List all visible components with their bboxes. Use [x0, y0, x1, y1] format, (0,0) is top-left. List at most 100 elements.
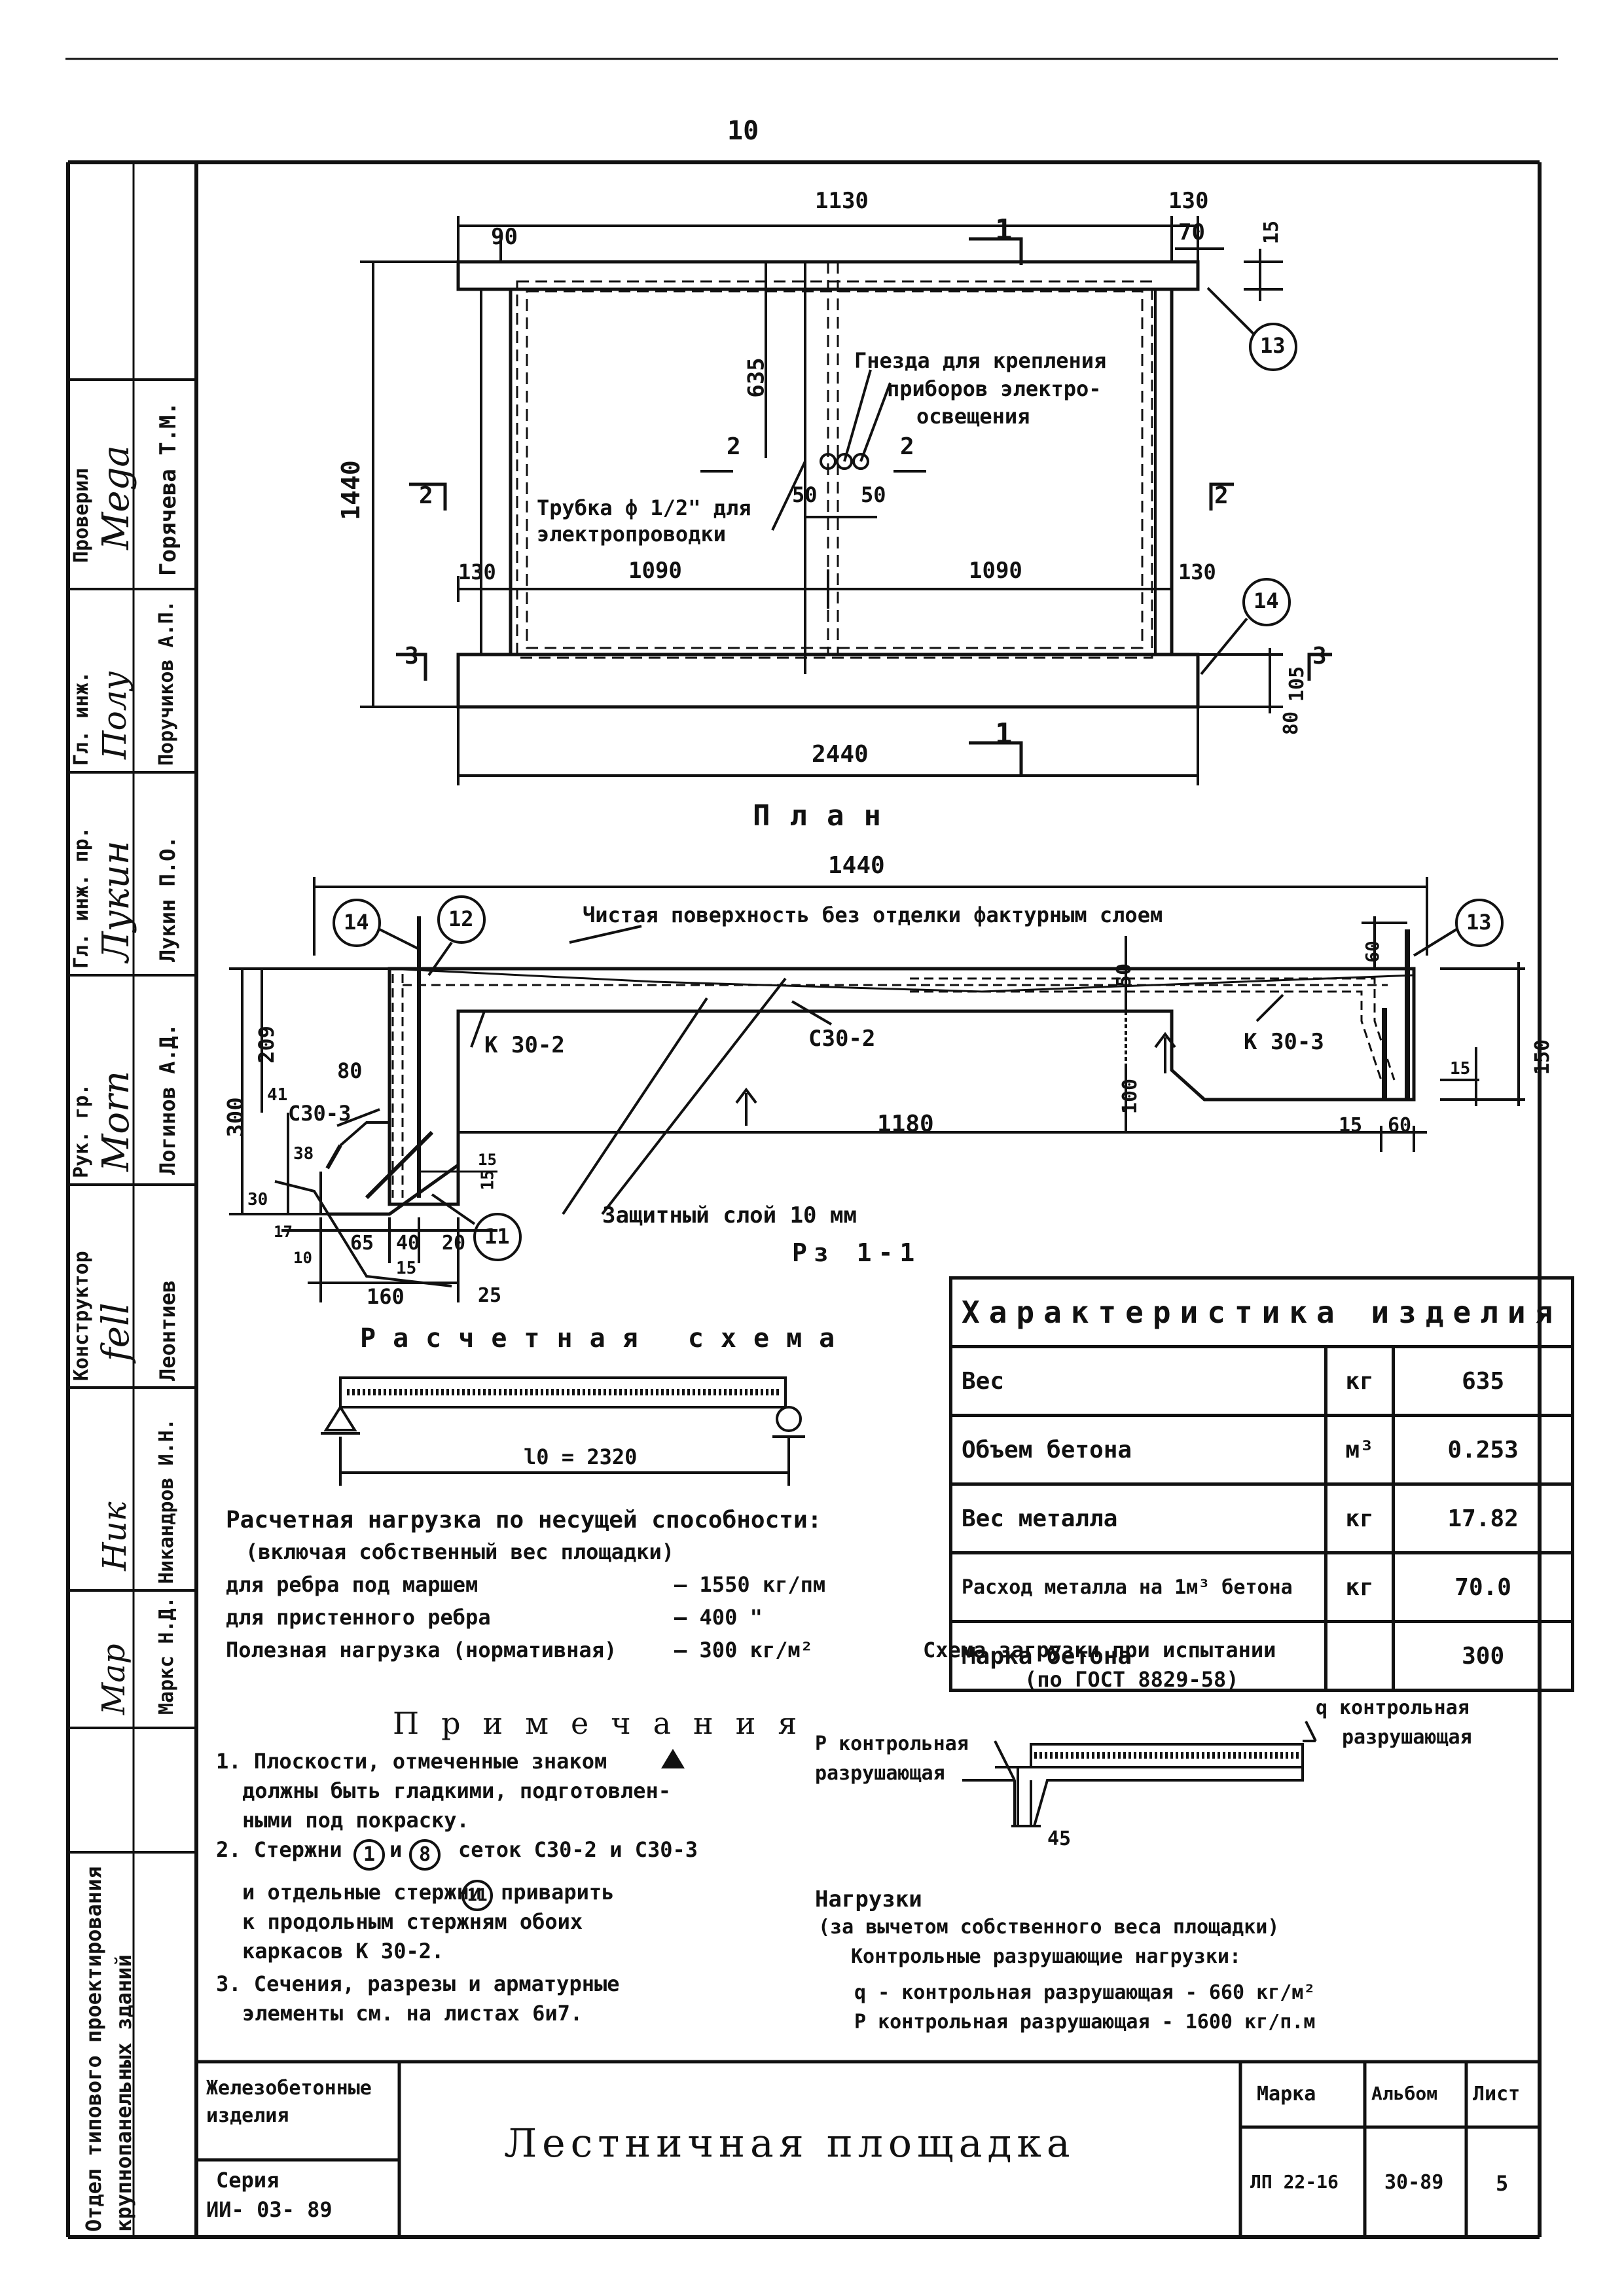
plan-dim-1090-left: 1090 — [628, 558, 682, 584]
section-dim-1180: 1180 — [877, 1111, 934, 1138]
plan-dim-bottom-overall: 2440 — [812, 741, 869, 768]
plan-dim-50-right: 50 — [861, 482, 886, 507]
loads-line1: Расчетная нагрузка по несущей способност… — [226, 1507, 822, 1534]
signature-1: Полу — [96, 671, 134, 759]
plan-section-1-bottom: 1 — [995, 717, 1013, 751]
section-dim-30: 30 — [247, 1190, 268, 1210]
table-row: Вес кг 635 — [949, 1345, 1575, 1417]
test-label-left-1: P контрольная — [815, 1732, 969, 1755]
section-dim-15-d: 15 — [1339, 1114, 1363, 1137]
plan-dim-top-overall: 1130 — [815, 188, 869, 214]
plan-section-1-top: 1 — [995, 213, 1013, 247]
title-block-mark-label: Марка — [1257, 2083, 1316, 2106]
loads-line3-value: — 1550 кг/пм — [674, 1572, 826, 1597]
char-unit: кг — [1324, 1345, 1395, 1417]
stamp-name-1: Поручиков А.П. — [155, 600, 178, 766]
test-label-right-1: q контрольная — [1316, 1696, 1470, 1719]
loads-line3-label: для ребра под маршем — [226, 1572, 478, 1597]
notes-n2-a: 2. Стержни — [216, 1837, 342, 1862]
char-label: Вес металла — [949, 1482, 1327, 1554]
char-value: 635 — [1391, 1345, 1575, 1417]
characteristics-table: Характеристика изделия Вес кг 635 Объем … — [948, 1276, 1575, 1692]
title-block-album-label: Альбом — [1371, 2083, 1438, 2104]
section-callout-14: 14 — [344, 910, 369, 935]
char-value: 0.253 — [1391, 1414, 1575, 1486]
stamp-role-4: Конструктор — [70, 1251, 93, 1381]
char-label: Вес — [949, 1345, 1327, 1417]
section-note-surface: Чистая поверхность без отделки фактурным… — [583, 903, 1163, 927]
test-label-right-2: разрушающая — [1342, 1726, 1472, 1749]
section-dim-15-e: 15 — [1450, 1059, 1471, 1079]
stamp-name-0: Горячева Т.М. — [155, 401, 181, 576]
plan-section-3-right: 3 — [1312, 643, 1327, 670]
section-mesh-left: С30-3 — [288, 1101, 352, 1126]
stamp-role-3: Рук. гр. — [70, 1083, 93, 1179]
char-value: 300 — [1391, 1620, 1575, 1692]
char-label: Расход металла на 1м³ бетона — [949, 1551, 1327, 1623]
stamp-name-3: Логинов А.Д. — [155, 1023, 180, 1175]
notes-n3-a: 3. Сечения, разрезы и арматурные — [216, 1971, 620, 1996]
char-label: Марка бетона — [949, 1620, 1327, 1692]
section-dim-10: 10 — [293, 1249, 312, 1267]
char-unit: кг — [1324, 1482, 1395, 1554]
notes-n2-e: к продольным стержням обоих — [242, 1909, 583, 1934]
char-unit: кг — [1324, 1551, 1395, 1623]
calc-scheme-span: l0 = 2320 — [524, 1444, 638, 1469]
plan-section-2-right: 2 — [900, 433, 914, 460]
signature-2: Лукин — [95, 840, 137, 962]
stamp-name-2: Лукин П.О. — [155, 836, 180, 962]
calc-scheme-title: Расчетная схема — [360, 1323, 852, 1354]
test-scheme-subtitle: (по ГОСТ 8829-58) — [1024, 1667, 1239, 1692]
plan-note-tube-2: электропроводки — [537, 522, 726, 547]
plan-dim-1090-right: 1090 — [969, 558, 1022, 584]
notes-n2-b: сеток С30-2 и С30-3 — [458, 1837, 698, 1862]
plan-dim-70: 70 — [1178, 219, 1205, 245]
section-dim-25: 25 — [478, 1284, 502, 1307]
char-unit — [1324, 1620, 1395, 1692]
characteristics-header: Характеристика изделия — [948, 1276, 1575, 1348]
section-callout-13: 13 — [1466, 910, 1492, 935]
section-dim-17: 17 — [274, 1223, 293, 1241]
title-block-sheet-label: Лист — [1473, 2083, 1521, 2106]
signature-4: fell — [95, 1302, 137, 1361]
stamp-name-4: Леонтиев — [155, 1280, 180, 1381]
plan-callout-13: 13 — [1260, 333, 1286, 358]
signature-3: Morn — [95, 1071, 137, 1172]
stamp-org: Отдел типового проектирования крупнопане… — [81, 1866, 137, 2232]
char-value: 17.82 — [1391, 1482, 1575, 1554]
table-row: Расход металла на 1м³ бетона кг 70.0 — [949, 1551, 1575, 1623]
test-scheme-title: Схема загрузки при испытании — [923, 1638, 1276, 1662]
plan-section-2-left: 2 — [727, 433, 741, 460]
section-note-cover: Защитный слой 10 мм — [602, 1202, 857, 1229]
test-loads-l1: (за вычетом собственного веса площадки) — [818, 1916, 1280, 1939]
test-loads-l2: Контрольные разрушающие нагрузки: — [851, 1945, 1242, 1968]
test-loads-title: Нагрузки — [815, 1886, 922, 1912]
char-label: Объем бетона — [949, 1414, 1327, 1486]
loads-line5-value: — 300 кг/м² — [674, 1638, 813, 1662]
stamp-name-5: Никандров И.Н. — [155, 1418, 178, 1584]
section-dim-80: 80 — [337, 1058, 363, 1083]
loads-line2: (включая собственный вес площадки) — [245, 1539, 675, 1564]
notes-n2-d: приварить — [501, 1880, 615, 1905]
stamp-role-2: Гл. инж. пр. — [70, 827, 93, 969]
notes-n2-m2: 8 — [409, 1839, 441, 1871]
plan-section-3-left: 3 — [405, 643, 419, 670]
signature-0: Mega — [95, 445, 137, 550]
table-row: Объем бетона м³ 0.253 — [949, 1414, 1575, 1486]
signature-5: Ник — [96, 1501, 134, 1571]
signature-6: Мар — [96, 1643, 132, 1715]
test-dim-45: 45 — [1047, 1827, 1072, 1850]
stamp-role-1: Гл. инж. — [70, 671, 93, 766]
loads-line4-value: — 400 " — [674, 1605, 763, 1630]
title-block-sheet-value: 5 — [1496, 2171, 1509, 2196]
section-frame-left: К 30-2 — [484, 1032, 565, 1058]
section-callout-12: 12 — [448, 906, 474, 931]
title-block-group: Железобетонные изделия — [206, 2077, 372, 2127]
test-label-left-2: разрушающая — [815, 1762, 945, 1785]
section-dim-40: 40 — [396, 1232, 420, 1255]
section-dim-41: 41 — [267, 1085, 288, 1105]
stamp-name-6: Маркс Н.Д. — [155, 1596, 178, 1715]
notes-n1-b: должны быть гладкими, подготовлен- — [242, 1778, 672, 1803]
